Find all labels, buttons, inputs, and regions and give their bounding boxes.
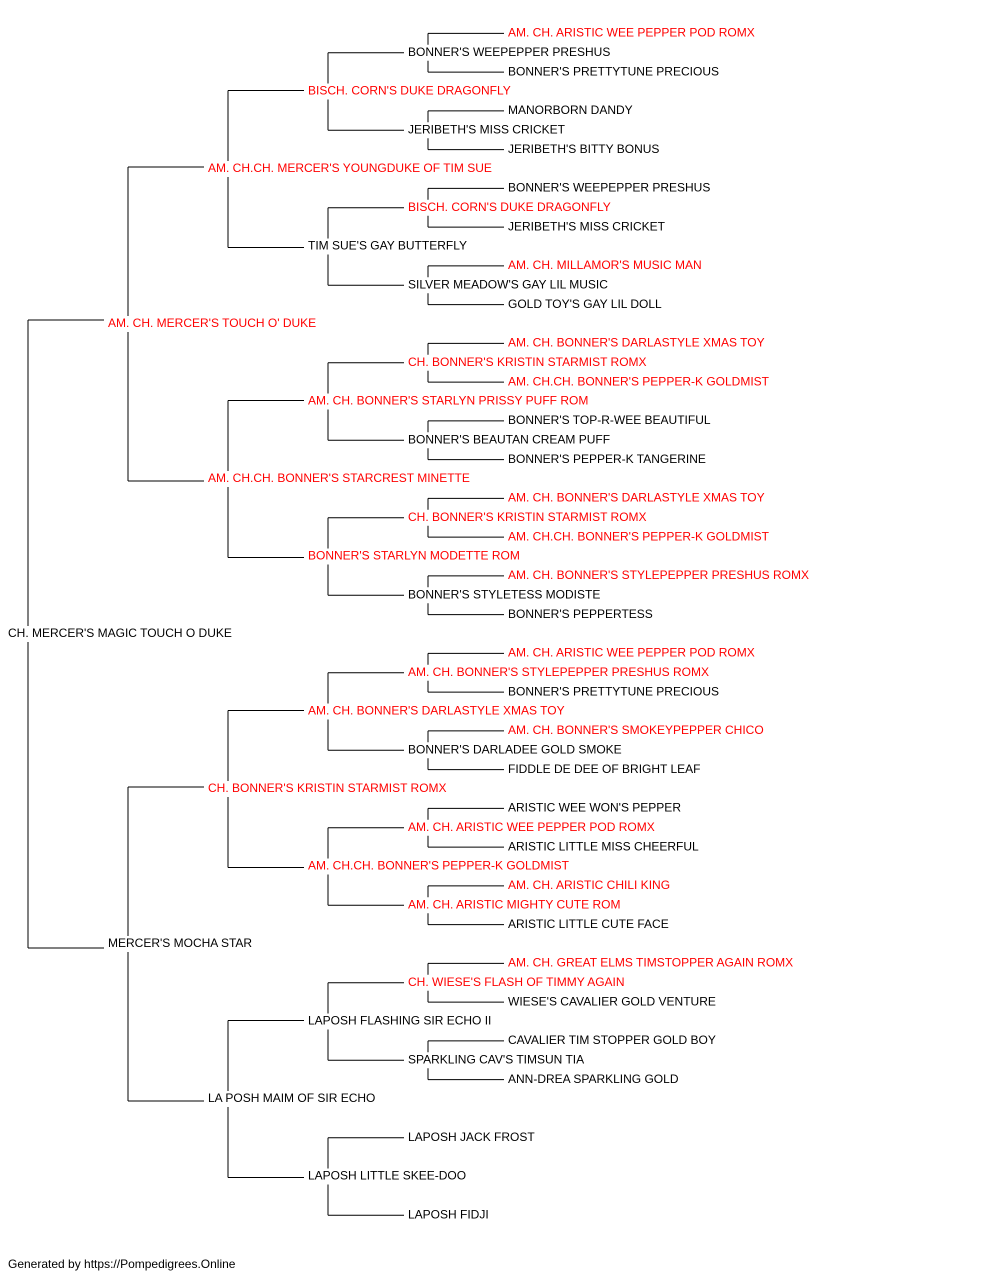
dog-name: AM. CH.CH. BONNER'S PEPPER-K GOLDMIST xyxy=(508,529,770,543)
dog-name: ARISTIC LITTLE CUTE FACE xyxy=(508,917,669,931)
dog-name: ANN-DREA SPARKLING GOLD xyxy=(508,1072,679,1086)
dog-name: LAPOSH LITTLE SKEE-DOO xyxy=(308,1169,466,1183)
dog-name: BONNER'S STYLETESS MODISTE xyxy=(408,587,600,601)
footer-credit: Generated by https://Pompedigrees.Online xyxy=(8,1257,236,1271)
dog-name: AM. CH. ARISTIC WEE PEPPER POD ROMX xyxy=(408,820,655,834)
dog-name: JERIBETH'S MISS CRICKET xyxy=(408,122,566,136)
dog-name: LAPOSH JACK FROST xyxy=(408,1130,535,1144)
dog-name: ARISTIC LITTLE MISS CHEERFUL xyxy=(508,839,699,853)
dog-name: SILVER MEADOW'S GAY LIL MUSIC xyxy=(408,277,608,291)
dog-name: BISCH. CORN'S DUKE DRAGONFLY xyxy=(308,84,511,98)
dog-name: BONNER'S WEEPEPPER PRESHUS xyxy=(508,181,710,195)
dog-name: CH. BONNER'S KRISTIN STARMIST ROMX xyxy=(408,510,647,524)
dog-name: AM. CH. MILLAMOR'S MUSIC MAN xyxy=(508,258,702,272)
dog-name: TIM SUE'S GAY BUTTERFLY xyxy=(308,239,467,253)
dog-name: BONNER'S STARLYN MODETTE ROM xyxy=(308,549,520,563)
pedigree-tree: AM. CH. ARISTIC WEE PEPPER POD ROMX BONNE… xyxy=(8,26,809,1222)
dog-name: AM. CH.CH. BONNER'S STARCREST MINETTE xyxy=(208,471,470,485)
dog-name: JERIBETH'S BITTY BONUS xyxy=(508,142,659,156)
dog-name: MERCER'S MOCHA STAR xyxy=(108,936,252,950)
dog-name: CAVALIER TIM STOPPER GOLD BOY xyxy=(508,1033,716,1047)
dog-name: SPARKLING CAV'S TIMSUN TIA xyxy=(408,1052,584,1066)
dog-name: CH. WIESE'S FLASH OF TIMMY AGAIN xyxy=(408,975,625,989)
dog-name: CH. BONNER'S KRISTIN STARMIST ROMX xyxy=(208,781,447,795)
dog-name: AM. CH. BONNER'S SMOKEYPEPPER CHICO xyxy=(508,723,764,737)
dog-name: BONNER'S BEAUTAN CREAM PUFF xyxy=(408,432,610,446)
dog-name: AM. CH.CH. BONNER'S PEPPER-K GOLDMIST xyxy=(308,859,570,873)
dog-name: BONNER'S PEPPER-K TANGERINE xyxy=(508,452,706,466)
dog-name: CH. BONNER'S KRISTIN STARMIST ROMX xyxy=(408,355,647,369)
dog-name: AM. CH. ARISTIC WEE PEPPER POD ROMX xyxy=(508,26,755,40)
dog-name: ARISTIC WEE WON'S PEPPER xyxy=(508,801,681,815)
dog-name: AM. CH. ARISTIC MIGHTY CUTE ROM xyxy=(408,897,620,911)
dog-name: AM. CH. BONNER'S DARLASTYLE XMAS TOY xyxy=(508,336,765,350)
dog-name: AM. CH. BONNER'S DARLASTYLE XMAS TOY xyxy=(508,491,765,505)
dog-name: BONNER'S PRETTYTUNE PRECIOUS xyxy=(508,684,719,698)
dog-name: BONNER'S PEPPERTESS xyxy=(508,607,653,621)
dog-name: AM. CH.CH. BONNER'S PEPPER-K GOLDMIST xyxy=(508,374,770,388)
dog-name: LA POSH MAIM OF SIR ECHO xyxy=(208,1091,375,1105)
dog-name: BONNER'S DARLADEE GOLD SMOKE xyxy=(408,742,622,756)
dog-name: AM. CH. GREAT ELMS TIMSTOPPER AGAIN ROMX xyxy=(508,956,793,970)
dog-name: AM. CH. BONNER'S STYLEPEPPER PRESHUS ROM… xyxy=(408,665,709,679)
dog-name: GOLD TOY'S GAY LIL DOLL xyxy=(508,297,662,311)
dog-name: AM. CH. BONNER'S STARLYN PRISSY PUFF ROM xyxy=(308,394,588,408)
dog-name: AM. CH. BONNER'S DARLASTYLE XMAS TOY xyxy=(308,704,565,718)
dog-name: AM. CH. BONNER'S STYLEPEPPER PRESHUS ROM… xyxy=(508,568,809,582)
dog-name: LAPOSH FLASHING SIR ECHO II xyxy=(308,1014,491,1028)
dog-name: LAPOSH FIDJI xyxy=(408,1207,489,1221)
dog-name: AM. CH. MERCER'S TOUCH O' DUKE xyxy=(108,316,316,330)
dog-name: BISCH. CORN'S DUKE DRAGONFLY xyxy=(408,200,611,214)
dog-name: CH. MERCER'S MAGIC TOUCH O DUKE xyxy=(8,626,232,640)
dog-name: BONNER'S TOP-R-WEE BEAUTIFUL xyxy=(508,413,711,427)
dog-name: MANORBORN DANDY xyxy=(508,103,633,117)
dog-name: AM. CH. ARISTIC WEE PEPPER POD ROMX xyxy=(508,646,755,660)
dog-name: BONNER'S WEEPEPPER PRESHUS xyxy=(408,45,610,59)
dog-name: JERIBETH'S MISS CRICKET xyxy=(508,219,666,233)
dog-name: FIDDLE DE DEE OF BRIGHT LEAF xyxy=(508,762,700,776)
dog-name: BONNER'S PRETTYTUNE PRECIOUS xyxy=(508,64,719,78)
dog-name: AM. CH. ARISTIC CHILI KING xyxy=(508,878,670,892)
dog-name: WIESE'S CAVALIER GOLD VENTURE xyxy=(508,994,716,1008)
dog-name: AM. CH.CH. MERCER'S YOUNGDUKE OF TIM SUE xyxy=(208,161,492,175)
